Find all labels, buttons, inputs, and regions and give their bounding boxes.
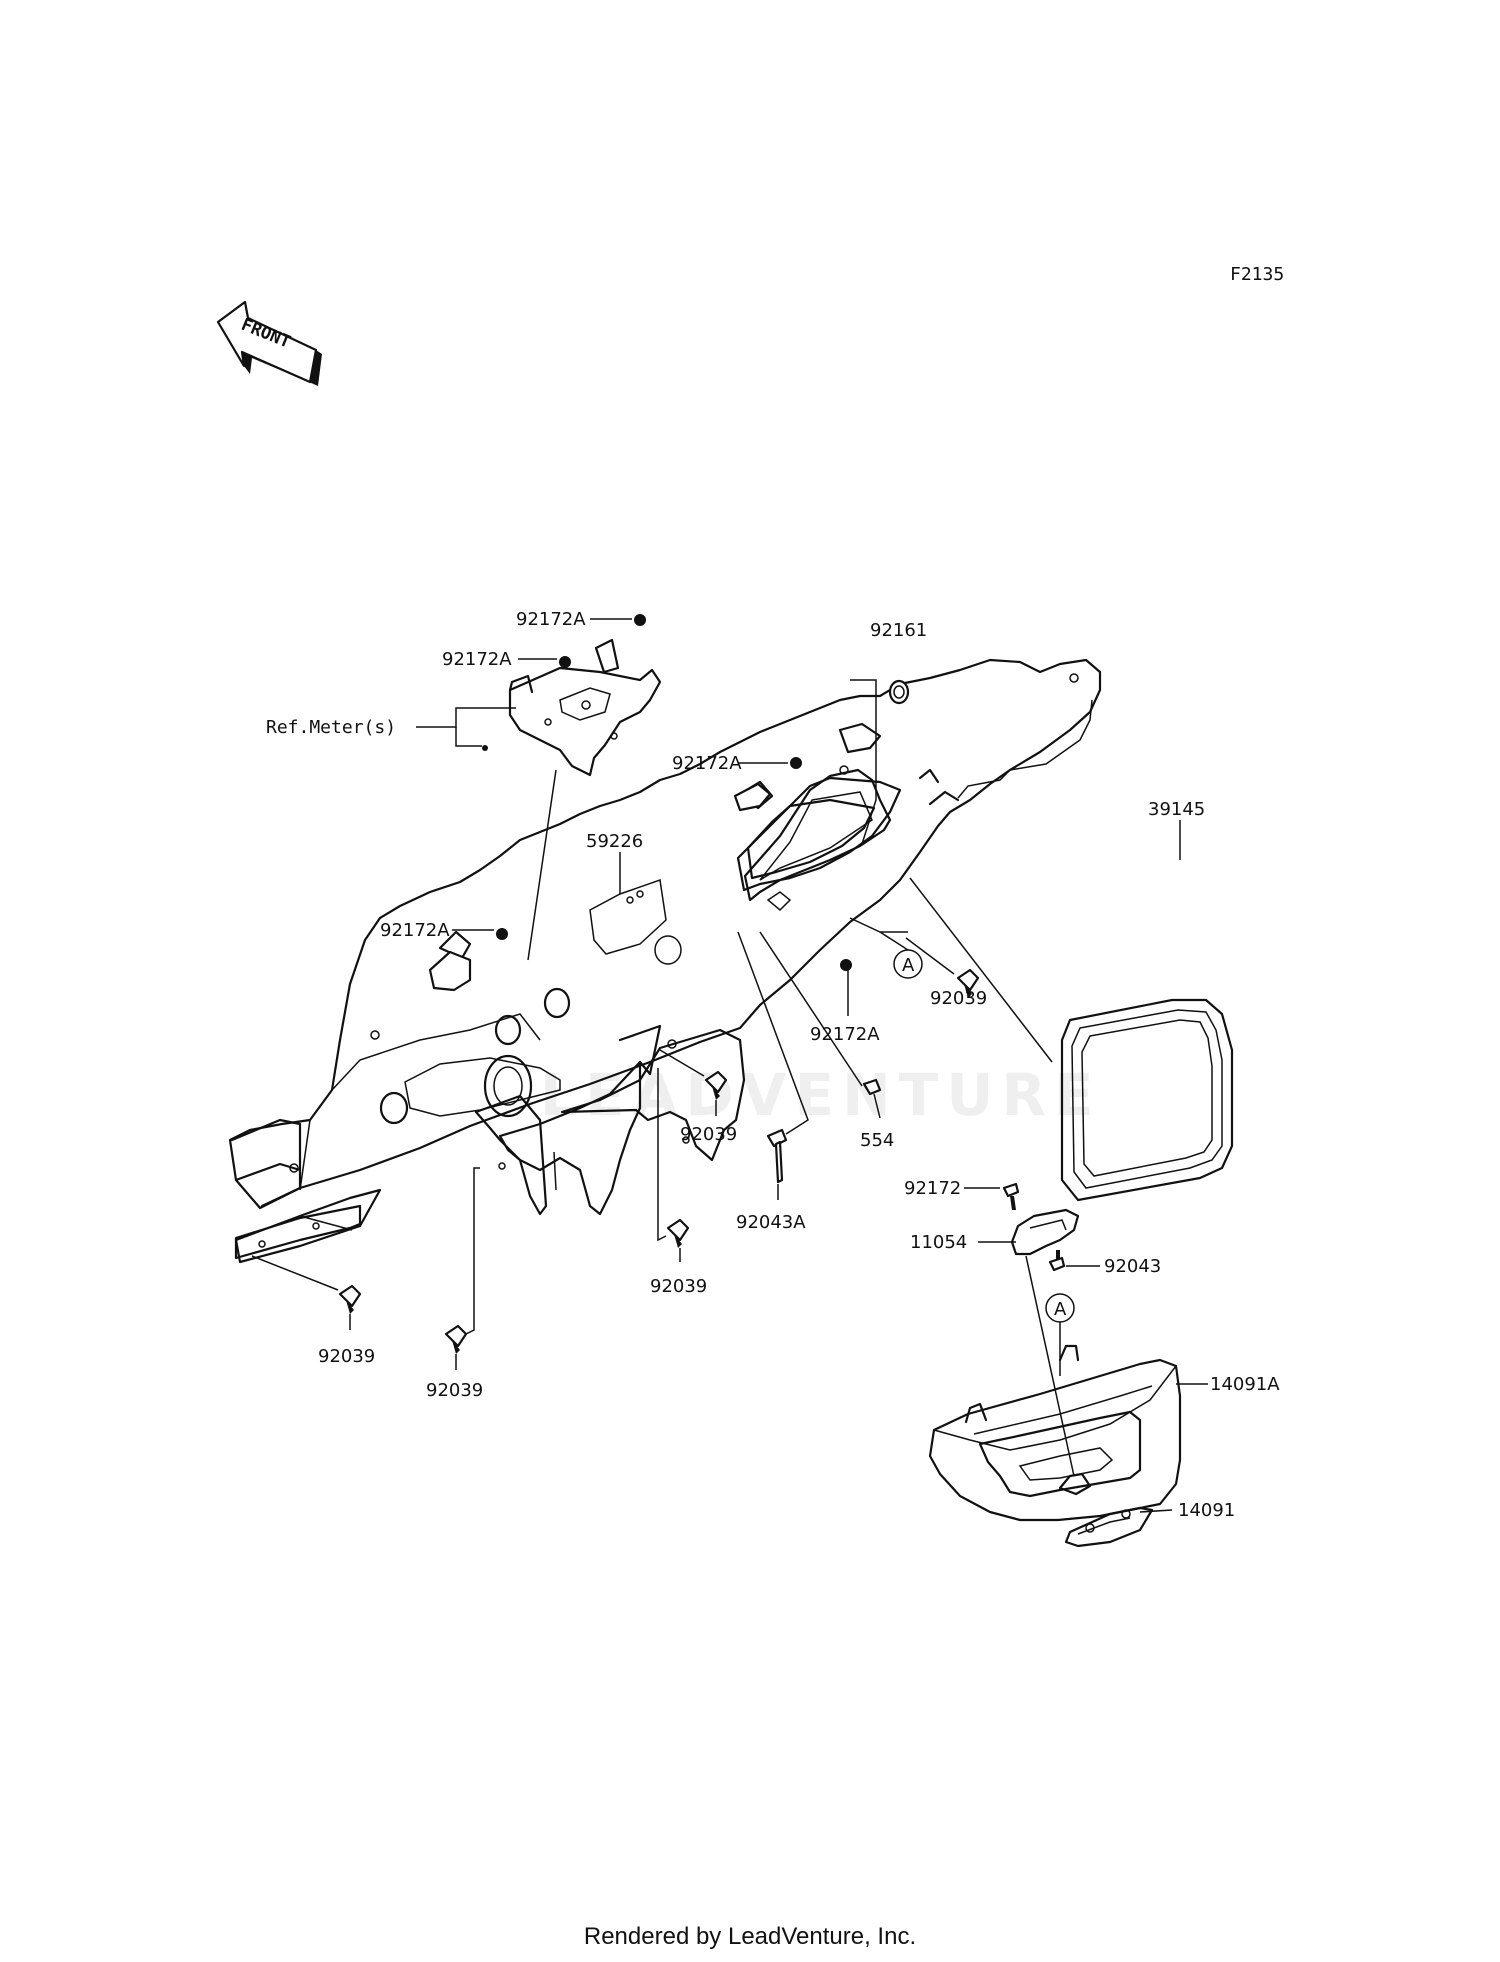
callout-92039-2: 92039 xyxy=(680,1124,737,1145)
mounting-boss-icon xyxy=(428,782,772,992)
push-clip-icon xyxy=(666,1218,690,1248)
callout-92172A-1: 92172A xyxy=(516,609,586,630)
push-clip-icon xyxy=(444,1324,468,1354)
callout-39145: 39145 xyxy=(1148,799,1205,820)
meter-bracket xyxy=(508,638,662,777)
push-clip-icon xyxy=(704,1070,728,1100)
glove-box-lid xyxy=(928,1344,1182,1522)
latch-cover xyxy=(1064,1506,1154,1548)
under-panel-center xyxy=(498,1024,662,1216)
under-panel-right xyxy=(560,1028,746,1162)
callout-14091A: 14091A xyxy=(1210,1374,1280,1395)
latch-bracket xyxy=(1010,1208,1080,1256)
callout-11054: 11054 xyxy=(910,1232,967,1253)
under-panel-left xyxy=(234,1188,382,1264)
callout-92039-3: 92039 xyxy=(650,1276,707,1297)
callout-92039-1: 92039 xyxy=(930,988,987,1009)
callout-14091: 14091 xyxy=(1178,1500,1235,1521)
callout-92172A-5: 92172A xyxy=(810,1024,880,1045)
ref-a-label-1: A xyxy=(902,955,915,976)
ref-a-label-2: A xyxy=(1054,1299,1067,1320)
grommet-icon xyxy=(888,679,910,705)
reference-a-marker: A xyxy=(893,949,923,979)
meter-window-frame xyxy=(736,776,902,912)
callout-92043A: 92043A xyxy=(736,1212,806,1233)
figure-code: F2135 xyxy=(1230,264,1284,285)
callout-92172A-2: 92172A xyxy=(442,649,512,670)
bolt-icon xyxy=(1048,1250,1066,1272)
bolt-icon xyxy=(766,1128,788,1184)
callout-92043: 92043 xyxy=(1104,1256,1161,1277)
dash-panel xyxy=(228,658,1102,1210)
front-arrow-icon: FRONT xyxy=(216,300,322,386)
clip-icon xyxy=(862,1078,882,1096)
under-panel-front xyxy=(474,1094,548,1216)
gasket-frame xyxy=(1060,998,1234,1202)
callout-ref-meters: Ref.Meter(s) xyxy=(266,717,396,738)
callout-92172A-4: 92172A xyxy=(672,753,742,774)
callout-92172: 92172 xyxy=(904,1178,961,1199)
callout-554: 554 xyxy=(860,1130,894,1151)
footer-credit: Rendered by LeadVenture, Inc. xyxy=(584,1923,916,1950)
callout-59226: 59226 xyxy=(586,831,643,852)
callout-92039-5: 92039 xyxy=(426,1380,483,1401)
callout-92039-4: 92039 xyxy=(318,1346,375,1367)
nut-icon xyxy=(482,614,646,751)
push-clip-icon xyxy=(956,968,980,998)
reference-a-marker: A xyxy=(1045,1293,1075,1323)
push-clip-icon xyxy=(338,1284,362,1314)
screw-icon xyxy=(1002,1182,1020,1210)
callout-92161: 92161 xyxy=(870,620,927,641)
nut-icon xyxy=(496,757,852,971)
callout-92172A-3: 92172A xyxy=(380,920,450,941)
watermark: LEADVENTURE xyxy=(540,1061,1102,1129)
trim-plate xyxy=(234,1204,362,1260)
